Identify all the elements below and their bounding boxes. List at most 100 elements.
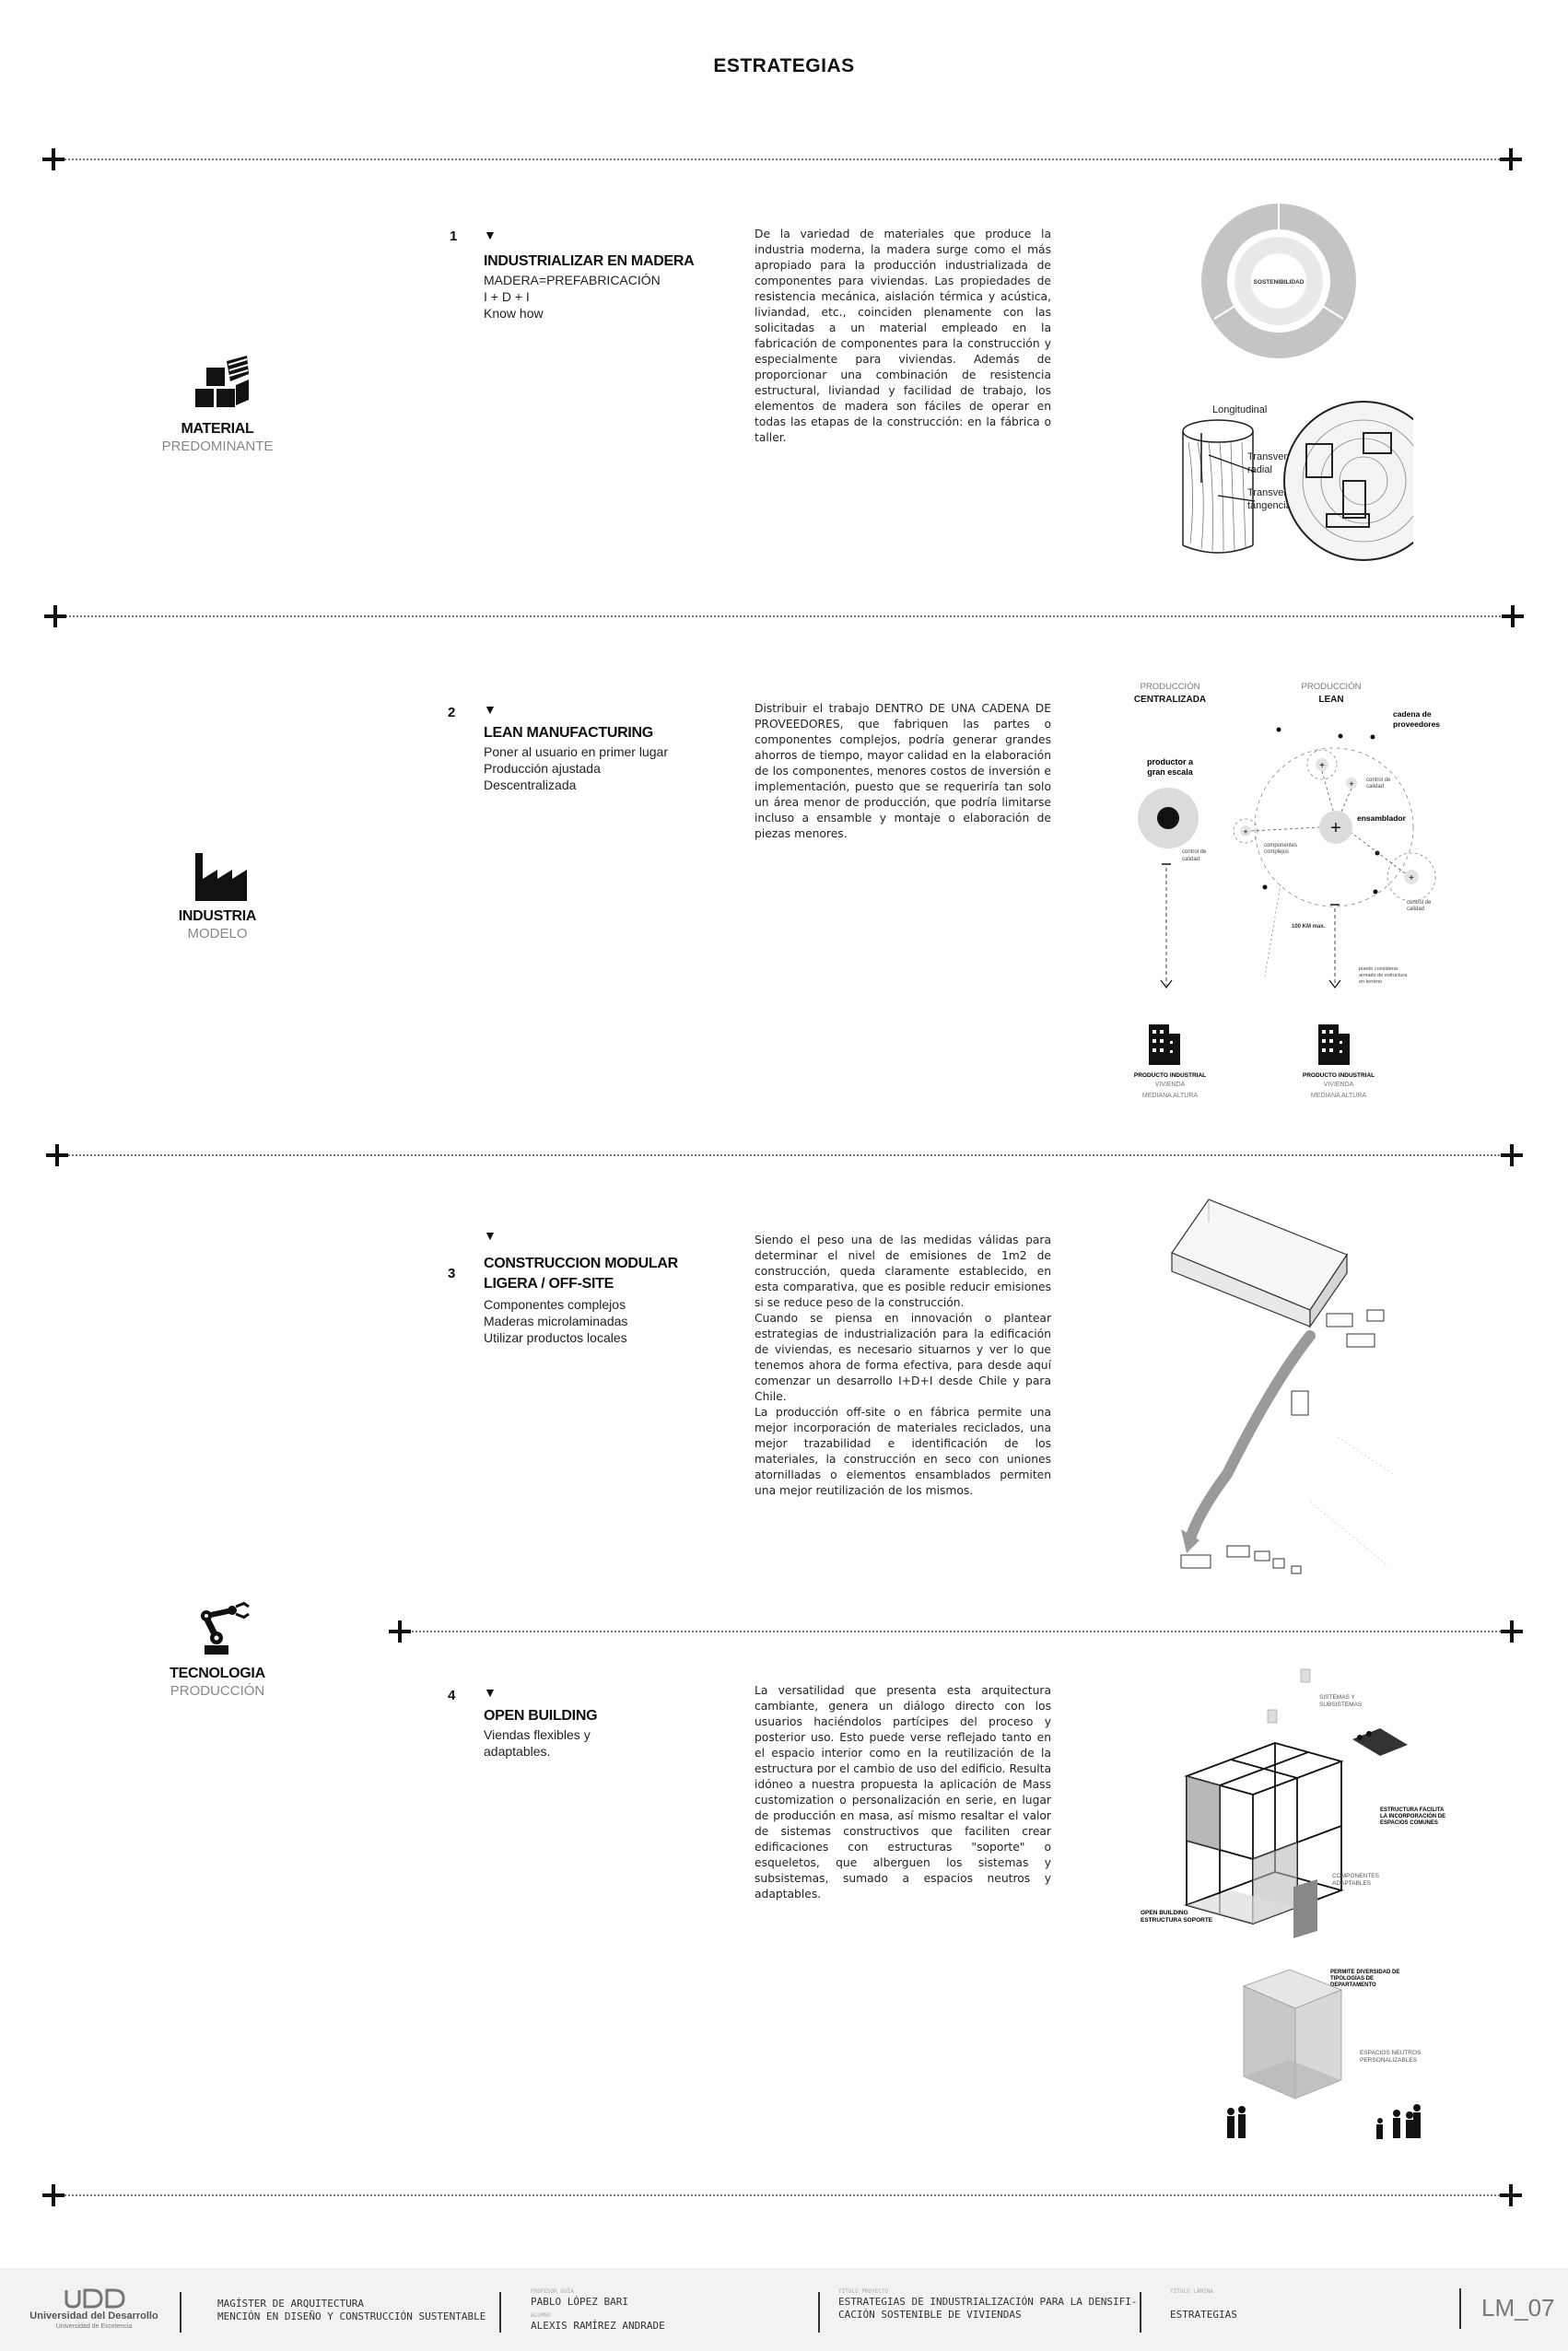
strategy-block: CONSTRUCCION MODULAR LIGERA / OFF-SITE C… (484, 1254, 678, 1346)
support-label: ESTRUCTURA SOPORTE (1141, 1917, 1213, 1924)
strategy-item: Producción ajustada (484, 761, 601, 776)
onsite-note: en terreno (1359, 979, 1382, 985)
strategy-item: Componentes complejos (484, 1297, 626, 1312)
description-paragraph: Siendo el peso una de las medidas válida… (755, 1234, 1051, 1309)
quality-control-label: control de (1366, 778, 1391, 783)
cut-label-radial: radial (1247, 464, 1272, 475)
divider-line (53, 2194, 1511, 2196)
systems-label: SISTEMAS Y (1319, 1694, 1356, 1701)
plus-marker-icon (1500, 2184, 1522, 2206)
strategy-description: Distribuir el trabajo DENTRO DE UNA CADE… (755, 701, 1051, 842)
student-label: ALUMNO (531, 2312, 551, 2319)
strategy-heading: OPEN BUILDING (484, 1708, 598, 1724)
adaptable-label: ADAPTABLES (1332, 1880, 1372, 1887)
product-label: VIVIENDA (1324, 1082, 1354, 1088)
plus-marker-icon (1501, 1620, 1523, 1643)
guide-label: PROFESOR GUÍA (531, 2288, 574, 2295)
strategy-item: Descentralizada (484, 778, 577, 792)
structure-label: ESTRUCTURA FACILITA (1380, 1807, 1445, 1813)
components-label: componentes (1264, 843, 1297, 848)
footer-bar (0, 2268, 1568, 2351)
plus-marker-icon (1502, 605, 1524, 627)
building-icon (1149, 1024, 1180, 1065)
description-paragraph: Distribuir el trabajo DENTRO DE UNA CADE… (755, 702, 1051, 840)
strategy-number: 3 (448, 1266, 456, 1281)
components-label: complejos (1264, 849, 1289, 855)
strategy-item: Viendas flexibles y (484, 1727, 591, 1742)
neutral-label: ESPACIOS NEUTROS (1360, 2050, 1422, 2056)
svg-text:+: + (1409, 873, 1414, 883)
footer-separator (1140, 2292, 1141, 2333)
student-name: ALEXIS RAMÍREZ ANDRADE (531, 2320, 665, 2332)
category-subtitle: PRODUCCIÓN (170, 1683, 265, 1699)
program-line: MENCIÓN EN DISEÑO Y CONSTRUCCIÓN SUSTENT… (217, 2310, 486, 2322)
footer-separator (180, 2292, 181, 2333)
category-subtitle: PREDOMINANTE (161, 439, 274, 454)
divider-line (55, 615, 1511, 617)
strategy-item: adaptables. (484, 1744, 551, 1759)
support-label: OPEN BUILDING (1141, 1910, 1188, 1916)
strategy-heading: LIGERA / OFF-SITE (484, 1276, 614, 1292)
ring-center-label: SOSTENIBILIDAD (1254, 279, 1305, 286)
systems-label: SUBSISTEMAS (1319, 1702, 1363, 1708)
svg-text:+: + (1349, 779, 1353, 789)
quality-control-label: calidad (1366, 784, 1384, 790)
plus-marker-icon (1500, 148, 1522, 170)
sheet-code: LM_07 (1481, 2294, 1555, 2322)
typologies-label: TIPOLOGÍAS DE (1330, 1974, 1374, 1982)
plus-marker-icon (46, 1144, 68, 1166)
triangle-marker-icon: ▼ (484, 228, 497, 242)
strategy-description: De la variedad de materiales que produce… (755, 227, 1051, 446)
lean-title: PRODUCCIÓN (1302, 682, 1362, 692)
offsite-production-illustration (1171, 1199, 1394, 1574)
typologies-label: DEPARTAMENTO (1330, 1983, 1376, 1988)
strategy-number: 1 (450, 228, 458, 244)
strategy-item: Poner al usuario en primer lugar (484, 744, 668, 759)
neutral-label: PERSONALIZABLES (1360, 2057, 1418, 2064)
assembler-label: ensamblador (1357, 813, 1407, 823)
description-paragraph: La producción off-site o en fábrica perm… (755, 1406, 1051, 1497)
category-title: TECNOLOGIA (170, 1666, 265, 1681)
category-tecnologia: TECNOLOGIA PRODUCCIÓN (107, 1666, 328, 1699)
producer-label: gran escala (1147, 767, 1194, 777)
cut-label-tangencial: tangencial (1247, 500, 1293, 511)
footer-separator (499, 2292, 501, 2333)
university-tagline: Universidad de Excelencia (55, 2323, 133, 2330)
wood-blocks-icon (195, 356, 249, 407)
strategy-item: Maderas microlaminadas (484, 1314, 628, 1328)
product-label: PRODUCTO INDUSTRIAL (1303, 1072, 1375, 1079)
quality-control-label: calidad (1182, 857, 1199, 862)
plus-marker-icon (44, 605, 66, 627)
category-industria: INDUSTRIA MODELO (107, 908, 328, 942)
triangle-marker-icon: ▼ (484, 702, 497, 717)
strategy-number: 2 (448, 705, 456, 720)
university-name: Universidad del Desarrollo (29, 2310, 158, 2322)
factory-icon (195, 853, 247, 901)
strategy-item: MADERA=PREFABRICACIÓN (484, 273, 661, 287)
strategy-item: Know how (484, 306, 544, 321)
strategy-description: Siendo el peso una de las medidas válida… (755, 1233, 1051, 1499)
strategy-block: LEAN MANUFACTURING Poner al usuario en p… (484, 723, 668, 793)
centralized-subtitle: CENTRALIZADA (1134, 695, 1206, 705)
sheet-label: TÍTULO LÁMINA (1170, 2288, 1213, 2295)
wood-log-diagram: Longitudinal Transversal radial Transver… (1182, 401, 1413, 561)
description-paragraph: La versatilidad que presenta esta arquit… (755, 1684, 1051, 1901)
divider-line (53, 158, 1511, 160)
product-label: PRODUCTO INDUSTRIAL (1134, 1072, 1206, 1079)
divider-line (57, 1154, 1511, 1156)
onsite-note: puede considerar (1359, 966, 1398, 972)
triangle-marker-icon: ▼ (484, 1685, 497, 1700)
sheet-title: ESTRATEGIAS (1170, 2309, 1237, 2321)
category-subtitle: MODELO (187, 926, 248, 942)
category-material: MATERIAL PREDOMINANTE (107, 421, 328, 454)
strategy-heading: INDUSTRIALIZAR EN MADERA (484, 253, 695, 269)
strategy-number: 4 (448, 1688, 456, 1703)
project-title: CACIÓN SOSTENIBLE DE VIVIENDAS (838, 2309, 1022, 2321)
sustainability-ring-diagram: SOSTENIBILIDAD (1201, 204, 1356, 358)
category-title: MATERIAL (181, 421, 254, 437)
strategy-block: INDUSTRIALIZAR EN MADERA MADERA=PREFABRI… (484, 251, 695, 322)
quality-control-label: control de (1182, 849, 1207, 855)
structure-label: LA INCORPORACIÓN DE (1380, 1812, 1445, 1819)
description-paragraph: Cuando se piensa en innovación o plantea… (755, 1312, 1051, 1403)
quality-control-label: control de (1407, 900, 1432, 906)
